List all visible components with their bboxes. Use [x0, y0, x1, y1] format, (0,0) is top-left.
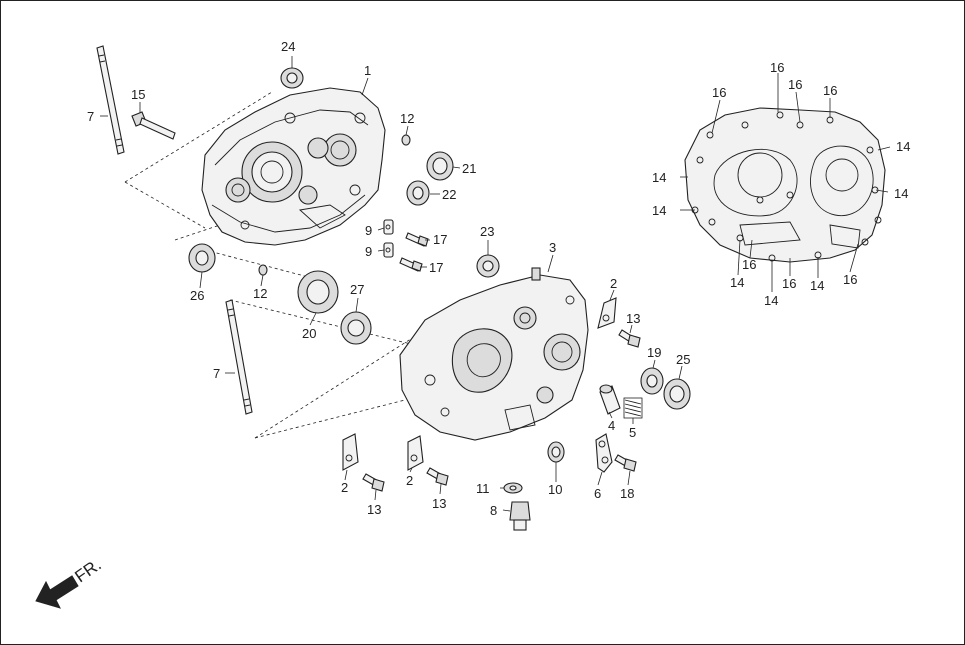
callout-5: 5 — [629, 425, 636, 440]
callout-7-upper: 7 — [87, 109, 94, 124]
callout-6: 6 — [594, 486, 601, 501]
callout-16-f: 16 — [782, 276, 796, 291]
bolt-13-lower-center — [426, 467, 449, 486]
needle-bearing-10 — [547, 441, 565, 463]
callout-16-b: 16 — [770, 60, 784, 75]
callout-16-c: 16 — [788, 77, 802, 92]
bolt-13-right — [618, 329, 641, 348]
spring-5 — [623, 397, 643, 419]
callout-18: 18 — [620, 486, 634, 501]
callout-2-lower-left: 2 — [341, 480, 348, 495]
callout-12-upper: 12 — [400, 111, 414, 126]
callout-14-a: 14 — [896, 139, 910, 154]
callout-19: 19 — [647, 345, 661, 360]
callout-2-lower-center: 2 — [406, 473, 413, 488]
callout-16-g: 16 — [843, 272, 857, 287]
callout-labels: 1 24 7 15 12 21 22 9 9 17 17 23 3 26 12 … — [87, 39, 910, 518]
plate-2-lower-center — [407, 435, 424, 471]
washer-11 — [503, 482, 523, 494]
bolt-15 — [131, 111, 176, 140]
callout-3: 3 — [549, 240, 556, 255]
bearing-20 — [297, 270, 339, 314]
bolt-13-lower-left — [362, 473, 385, 492]
crankcase-outline-view — [684, 107, 886, 263]
callout-9-upper: 9 — [365, 223, 372, 238]
stud-bolt-upper — [96, 45, 125, 155]
callout-17-upper: 17 — [433, 232, 447, 247]
callout-13-right: 13 — [626, 311, 640, 326]
callout-11: 11 — [476, 481, 490, 496]
callout-26: 26 — [190, 288, 204, 303]
callout-14-b: 14 — [652, 170, 666, 185]
dowel-pin-12-lower — [258, 264, 268, 276]
callout-7-lower: 7 — [213, 366, 220, 381]
callout-13-lower-left: 13 — [367, 502, 381, 517]
oil-seal-19 — [640, 367, 664, 395]
callout-22: 22 — [442, 187, 456, 202]
callout-14-f: 14 — [764, 293, 778, 308]
callout-16-a: 16 — [712, 85, 726, 100]
plate-9-upper — [383, 219, 394, 235]
front-direction-label: FR. — [71, 555, 104, 586]
bearing-21 — [426, 151, 454, 181]
callout-20: 20 — [302, 326, 316, 341]
callout-25: 25 — [676, 352, 690, 367]
callout-10: 10 — [548, 482, 562, 497]
right-crankcase-part — [399, 267, 589, 441]
callout-4: 4 — [608, 418, 615, 433]
bearing-26 — [188, 243, 216, 273]
bolt-17-lower — [399, 257, 423, 272]
plate-9-lower — [383, 242, 394, 258]
callout-27: 27 — [350, 282, 364, 297]
callout-24: 24 — [281, 39, 295, 54]
bearing-27 — [340, 311, 372, 345]
plate-2-lower-left — [342, 433, 359, 471]
callout-2-upper-right: 2 — [610, 276, 617, 291]
dowel-pin-12-upper — [401, 134, 411, 146]
callout-17-lower: 17 — [429, 260, 443, 275]
callout-9-lower: 9 — [365, 244, 372, 259]
callout-1: 1 — [364, 63, 371, 78]
bolt-18 — [614, 454, 637, 472]
callout-14-e: 14 — [730, 275, 744, 290]
left-crankcase-part — [201, 87, 386, 246]
bearing-22 — [406, 180, 430, 206]
drain-bolt-8 — [509, 501, 531, 531]
plate-2-upper-right — [597, 297, 617, 329]
callout-14-g: 14 — [810, 278, 824, 293]
plunger-4 — [599, 384, 621, 415]
bolt-17-upper — [405, 232, 429, 247]
callout-23: 23 — [480, 224, 494, 239]
callout-15: 15 — [131, 87, 145, 102]
front-direction-arrow-icon: FR. — [35, 555, 105, 609]
callout-14-d: 14 — [652, 203, 666, 218]
bracket-6 — [595, 433, 613, 473]
stud-bolt-lower — [225, 299, 253, 415]
callout-leader-lines — [100, 56, 891, 512]
callout-14-c: 14 — [894, 186, 908, 201]
callout-12-lower: 12 — [253, 286, 267, 301]
oil-seal-24 — [280, 67, 304, 89]
callout-13-lower-center: 13 — [432, 496, 446, 511]
bearing-23 — [476, 254, 500, 278]
callout-16-e: 16 — [742, 257, 756, 272]
callout-21: 21 — [462, 161, 476, 176]
callout-16-d: 16 — [823, 83, 837, 98]
callout-8: 8 — [490, 503, 497, 518]
oil-seal-25 — [663, 378, 691, 410]
